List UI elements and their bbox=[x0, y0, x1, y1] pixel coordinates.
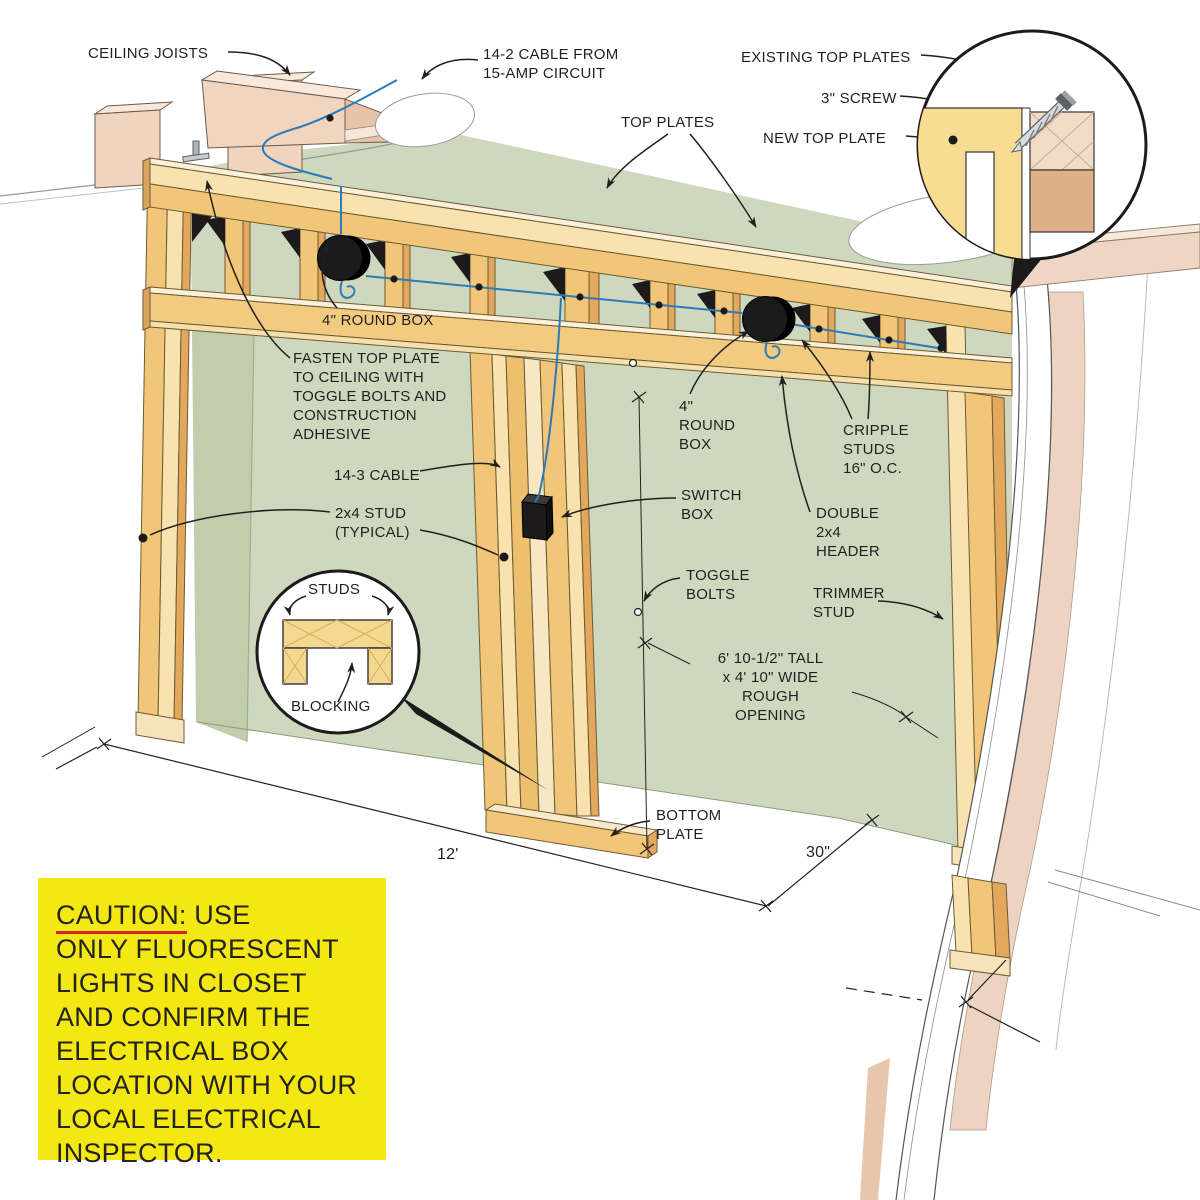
label-round-box-2: 4" ROUND BOX bbox=[679, 398, 736, 453]
label-new-top-plate: NEW TOP PLATE bbox=[763, 130, 887, 147]
caution-text: USE ONLY FLUORESCENT LIGHTS IN CLOSET AN… bbox=[56, 900, 358, 1168]
label-top-plates: TOP PLATES bbox=[621, 114, 715, 131]
header-band bbox=[142, 286, 1013, 397]
cable-anchor-dots bbox=[326, 114, 945, 352]
round-box-1-icon bbox=[317, 235, 371, 281]
inset-label-blocking: BLOCKING bbox=[291, 698, 371, 715]
caution-box: CAUTION: USE ONLY FLUORESCENT LIGHTS IN … bbox=[38, 878, 386, 1168]
dimension-30in: 30" bbox=[806, 844, 831, 861]
caution-heading: CAUTION: bbox=[56, 900, 187, 934]
dimension-lines bbox=[41, 390, 1041, 1043]
label-rough-opening: 6' 10-1/2" TALL x 4' 10" WIDE ROUGH OPEN… bbox=[717, 650, 824, 724]
label-trimmer-stud: TRIMMER STUD bbox=[813, 585, 885, 621]
ceiling-joists-group bbox=[0, 70, 476, 205]
label-round-box-1: 4" ROUND BOX bbox=[322, 312, 434, 329]
label-14-2-cable: 14-2 CABLE FROM 15-AMP CIRCUIT bbox=[483, 46, 619, 82]
label-existing-top-plates: EXISTING TOP PLATES bbox=[741, 49, 911, 66]
ceiling-toggle-bolt-icon bbox=[182, 140, 210, 163]
label-toggle-bolts: TOGGLE BOLTS bbox=[686, 567, 750, 603]
label-cripple-studs: CRIPPLE STUDS 16" O.C. bbox=[843, 422, 909, 477]
existing-side-wall bbox=[860, 0, 1200, 1200]
label-2x4-stud: 2x4 STUD (TYPICAL) bbox=[335, 505, 410, 541]
label-3in-screw: 3" SCREW bbox=[821, 90, 897, 107]
label-fasten-note: FASTEN TOP PLATE TO CEILING WITH TOGGLE … bbox=[293, 350, 447, 443]
switch-box-icon bbox=[521, 493, 554, 542]
inset-label-studs: STUDS bbox=[308, 581, 361, 598]
left-end-studs bbox=[135, 161, 193, 744]
dimension-12ft: 12' bbox=[437, 846, 459, 863]
label-14-3-cable: 14-3 CABLE bbox=[334, 467, 420, 484]
label-bottom-plate: BOTTOM PLATE bbox=[656, 807, 722, 843]
label-double-header: DOUBLE 2x4 HEADER bbox=[816, 505, 881, 560]
label-ceiling-joists: CEILING JOISTS bbox=[88, 45, 209, 62]
shadow-wedges bbox=[206, 216, 880, 343]
label-switch-box: SWITCH BOX bbox=[681, 487, 742, 523]
screw-icon bbox=[1010, 90, 1077, 153]
toggle-bolt-mark-lower bbox=[633, 607, 643, 617]
top-plates-group bbox=[142, 157, 1013, 335]
toggle-bolt-mark-upper bbox=[628, 358, 638, 368]
round-box-2-icon bbox=[742, 296, 796, 342]
detail-inset-blocking bbox=[255, 569, 548, 790]
door-stud-cluster bbox=[469, 349, 600, 817]
